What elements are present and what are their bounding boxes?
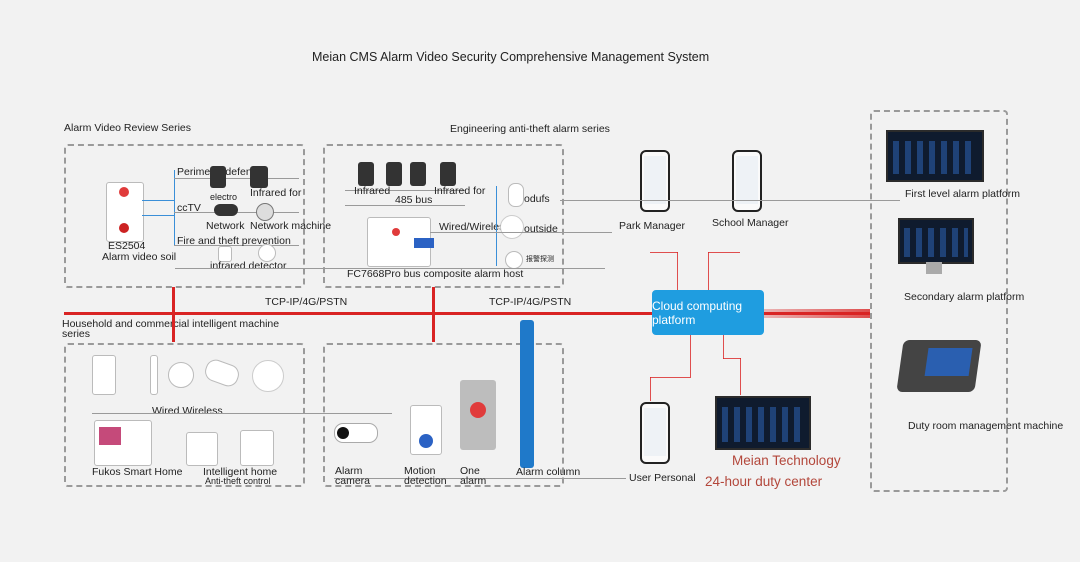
infrared-module-3 bbox=[410, 162, 426, 186]
alarm-column-label: Alarm column bbox=[516, 466, 581, 478]
infrared-label: Infrared bbox=[354, 185, 391, 197]
household-box bbox=[64, 343, 305, 487]
outside-label: outside bbox=[524, 223, 558, 235]
motion-detector-device bbox=[410, 405, 442, 455]
infrared-detector-label: infrared detector bbox=[210, 260, 287, 272]
host-label: FC7668Pro bus composite alarm host bbox=[347, 268, 524, 280]
alarm-camera-label: Alarm camera bbox=[335, 465, 371, 487]
anti-theft-control-label: Anti-theft control bbox=[205, 476, 271, 486]
infrared-sensor-device bbox=[218, 246, 232, 262]
section-household: Household and commercial intelligent mac… bbox=[62, 318, 280, 340]
video-review-box bbox=[64, 144, 305, 288]
network-branch-left bbox=[172, 287, 175, 342]
infrared-beam-device bbox=[250, 166, 268, 188]
es2504-panel bbox=[106, 182, 144, 242]
secondary-monitor bbox=[898, 218, 974, 264]
infrared-for-label: Infrared for bbox=[250, 187, 302, 199]
one-key-alarm-label: One alarm bbox=[460, 465, 487, 487]
electro-label: electro bbox=[210, 192, 238, 202]
electro-device bbox=[210, 166, 226, 188]
section-engineering: Engineering anti-theft alarm series bbox=[450, 123, 610, 135]
network-branch-right bbox=[432, 287, 435, 342]
duty-center-screen bbox=[715, 396, 811, 450]
outdoor-detector-icon bbox=[508, 183, 524, 207]
smart-socket bbox=[186, 432, 218, 466]
one-key-alarm-device bbox=[460, 380, 496, 450]
infrared-module-2 bbox=[386, 162, 402, 186]
cloud-platform: Cloud computing platform bbox=[652, 290, 764, 335]
smart-switch bbox=[240, 430, 274, 466]
alarm-video-soil-label: Alarm video soil bbox=[102, 251, 177, 263]
section-video-review: Alarm Video Review Series bbox=[64, 122, 192, 134]
school-manager-label: School Manager bbox=[712, 217, 789, 229]
network-label: Network bbox=[206, 220, 245, 232]
user-personal-phone bbox=[640, 402, 670, 464]
network-machine-label: Network machine bbox=[250, 220, 332, 232]
network-label-right: TCP-IP/4G/PSTN bbox=[489, 296, 572, 308]
platform-box bbox=[870, 110, 1008, 492]
intelligent-home-label: Intelligent home bbox=[203, 466, 278, 478]
park-manager-label: Park Manager bbox=[619, 220, 685, 232]
bus-485-label: 485 bus bbox=[395, 194, 433, 206]
network-trunk-line bbox=[64, 312, 870, 315]
keypad-icon bbox=[414, 238, 434, 248]
fukos-panel bbox=[94, 420, 152, 466]
user-personal-label: User Personal bbox=[629, 472, 696, 484]
page-title: Meian CMS Alarm Video Security Comprehen… bbox=[312, 50, 710, 64]
infrared-module-4 bbox=[440, 162, 456, 186]
school-manager-phone bbox=[732, 150, 762, 212]
fire-theft-label: Fire and theft prevention bbox=[177, 235, 291, 247]
household-wired-wireless-label: Wired Wireless bbox=[152, 405, 223, 417]
door-sensor bbox=[150, 355, 158, 395]
motion-detection-label: Motion detection bbox=[404, 465, 447, 487]
network-camera-icon bbox=[256, 203, 274, 221]
fukos-label: Fukos Smart Home bbox=[92, 466, 183, 478]
first-level-label: First level alarm platform bbox=[905, 188, 1020, 200]
secondary-monitor-stand bbox=[926, 262, 942, 274]
alarm-column-device bbox=[520, 320, 534, 468]
network-glow-right bbox=[764, 309, 870, 318]
bottom-devices-box bbox=[323, 343, 564, 487]
first-level-monitor bbox=[886, 130, 984, 182]
alarm-detector-small-label: 报警探测 bbox=[526, 256, 554, 263]
smoke-sensor bbox=[168, 362, 194, 388]
brand-duty-center: 24-hour duty center bbox=[705, 474, 823, 489]
wired-wireless-label: Wired/Wireless bbox=[439, 221, 510, 233]
park-manager-phone bbox=[640, 150, 670, 212]
smoke-detector-icon bbox=[258, 244, 276, 262]
cctv-label: ccTV bbox=[177, 202, 201, 214]
network-label-left: TCP-IP/4G/PSTN bbox=[265, 296, 348, 308]
alarm-detector-icon bbox=[505, 251, 523, 269]
siren-device bbox=[252, 360, 284, 392]
infrared-module-1 bbox=[358, 162, 374, 186]
secondary-label: Secondary alarm platform bbox=[904, 291, 1025, 303]
outside-detector-icon bbox=[500, 215, 524, 239]
brand-name: Meian Technology bbox=[732, 453, 841, 468]
duty-room-label: Duty room management machine bbox=[908, 420, 1064, 432]
pir-sensor bbox=[92, 355, 116, 395]
model-label: ES2504 bbox=[108, 240, 146, 252]
infrared-for-label-2: Infrared for bbox=[434, 185, 486, 197]
alarm-camera-device bbox=[334, 423, 378, 443]
duty-room-machine bbox=[896, 340, 982, 392]
cctv-camera bbox=[214, 204, 238, 216]
engineering-box bbox=[323, 144, 564, 288]
outdoors-label: odufs bbox=[524, 193, 550, 205]
